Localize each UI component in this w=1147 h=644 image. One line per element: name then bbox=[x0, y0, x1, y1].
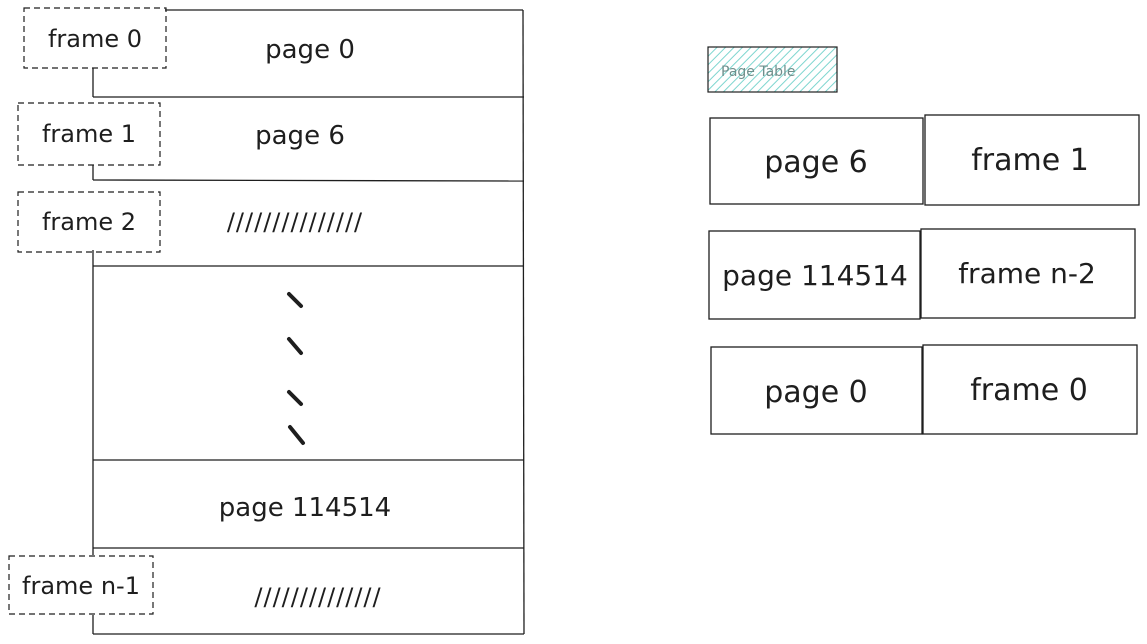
page-table-title: Page Table bbox=[707, 46, 838, 93]
frame-label-text: frame 0 bbox=[48, 25, 142, 53]
page-table-frame-cell: frame n-2 bbox=[958, 257, 1096, 290]
frame-label-text: frame 2 bbox=[42, 208, 136, 236]
frame-label-1: frame 1 bbox=[17, 102, 161, 166]
frame-label-n-1: frame n-1 bbox=[8, 555, 154, 615]
memory-row-divider bbox=[92, 179, 525, 182]
memory-page-label: ////////////// bbox=[254, 583, 381, 611]
page-table-frame-cell: frame 0 bbox=[970, 373, 1088, 408]
memory-layout bbox=[92, 9, 525, 635]
page-table-page-cell: page 6 bbox=[764, 145, 868, 180]
memory-page-label: /////////////// bbox=[227, 208, 363, 236]
page-table-entry: page 114514 frame n-2 bbox=[708, 228, 1136, 320]
frame-label-2: frame 2 bbox=[17, 191, 161, 253]
memory-page-label: page 6 bbox=[255, 121, 345, 151]
memory-page-label: page 114514 bbox=[219, 493, 391, 523]
frame-label-0: frame 0 bbox=[23, 7, 167, 69]
page-table-page-cell: page 114514 bbox=[722, 259, 908, 292]
ellipsis-marks bbox=[287, 292, 305, 445]
frame-label-text: frame 1 bbox=[42, 120, 136, 148]
page-table-page-cell: page 0 bbox=[764, 375, 868, 410]
frame-label-text: frame n-1 bbox=[22, 572, 140, 600]
page-table-entry: page 0 frame 0 bbox=[710, 344, 1138, 435]
page-table-title-text: Page Table bbox=[721, 64, 796, 80]
page-table-frame-cell: frame 1 bbox=[971, 143, 1089, 178]
memory-outer-right-edge bbox=[522, 9, 525, 635]
page-table-entry: page 6 frame 1 bbox=[709, 114, 1140, 206]
memory-page-label: page 0 bbox=[265, 35, 355, 65]
